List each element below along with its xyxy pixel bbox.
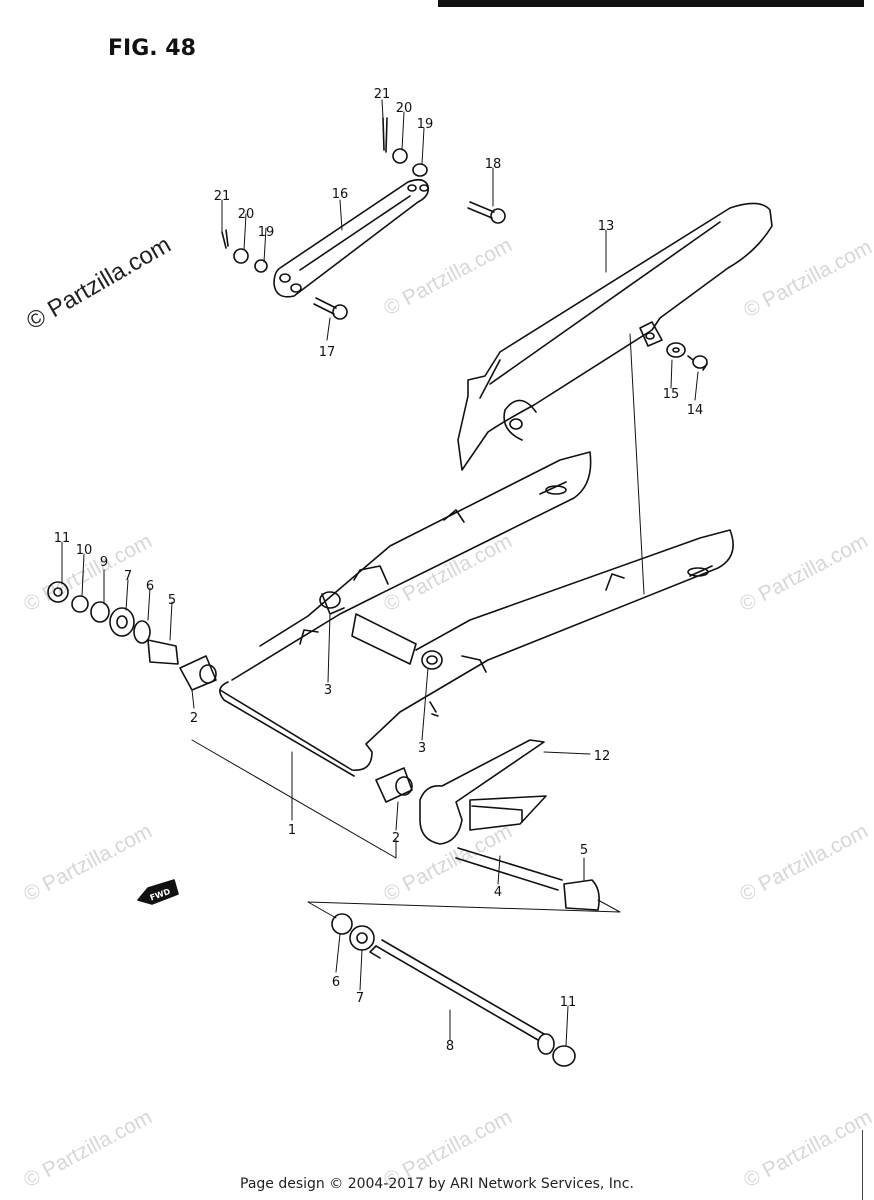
cushion-rod-bolt-upper: [467, 201, 506, 224]
dust-seal: [109, 607, 135, 637]
chain-buffer: [419, 739, 547, 845]
callout-7: 7: [124, 569, 132, 584]
chain-case-bolt: [687, 355, 708, 371]
spacer-short: [563, 879, 600, 911]
callout-10: 10: [76, 543, 93, 558]
dust-seal: [349, 925, 375, 951]
footer-copyright: Page design © 2004-2017 by ARI Network S…: [240, 1176, 634, 1192]
callout-4: 4: [494, 885, 502, 900]
callout-20: 20: [238, 207, 255, 222]
cushion-rod-bolt-lower: [313, 297, 348, 320]
chain-case: [457, 202, 773, 471]
right-edge-line: [862, 1130, 863, 1200]
spacer-short: [147, 639, 179, 665]
callout-13: 13: [598, 219, 615, 234]
callout-6: 6: [332, 975, 340, 990]
callout-18: 18: [485, 157, 502, 172]
swingarm-bearing: [179, 655, 217, 691]
cotter-pin-set-upper: [382, 117, 428, 177]
callout-1: 1: [288, 823, 296, 838]
swingarm-bearing: [375, 767, 413, 803]
callout-7: 7: [356, 991, 364, 1006]
lock-nut: [552, 1045, 576, 1067]
callout-21: 21: [214, 189, 231, 204]
top-border: [438, 0, 864, 7]
callout-20: 20: [396, 101, 413, 116]
callout-19: 19: [417, 117, 434, 132]
spacer-long: [455, 847, 563, 891]
washer: [90, 601, 110, 623]
callout-16: 16: [332, 187, 349, 202]
callout-2: 2: [190, 711, 198, 726]
swingarm: [219, 451, 734, 777]
fwd-arrow-icon: [137, 879, 179, 905]
washer: [133, 620, 151, 644]
lock-nut: [47, 581, 69, 603]
callout-14: 14: [687, 403, 704, 418]
callout-11: 11: [54, 531, 71, 546]
callout-21: 21: [374, 87, 391, 102]
callout-2: 2: [392, 831, 400, 846]
leader-lines: [61, 99, 699, 1047]
callout-6: 6: [146, 579, 154, 594]
callout-15: 15: [663, 387, 680, 402]
pivot-shaft: [369, 939, 555, 1055]
cushion-rod: [273, 178, 430, 298]
callout-11: 11: [560, 995, 577, 1010]
chain-case-washer: [666, 342, 686, 358]
callout-8: 8: [446, 1039, 454, 1054]
washer: [331, 913, 353, 935]
swingarm-bushing: [351, 613, 443, 670]
callout-9: 9: [100, 555, 108, 570]
callout-3: 3: [418, 741, 426, 756]
callout-5: 5: [168, 593, 176, 608]
callout-17: 17: [319, 345, 336, 360]
nut: [71, 595, 89, 613]
cotter-pin-set-lower: [221, 229, 268, 273]
callout-19: 19: [258, 225, 275, 240]
callout-5: 5: [580, 843, 588, 858]
figure-title: FIG. 48: [108, 36, 196, 61]
callout-3: 3: [324, 683, 332, 698]
callout-12: 12: [594, 749, 611, 764]
